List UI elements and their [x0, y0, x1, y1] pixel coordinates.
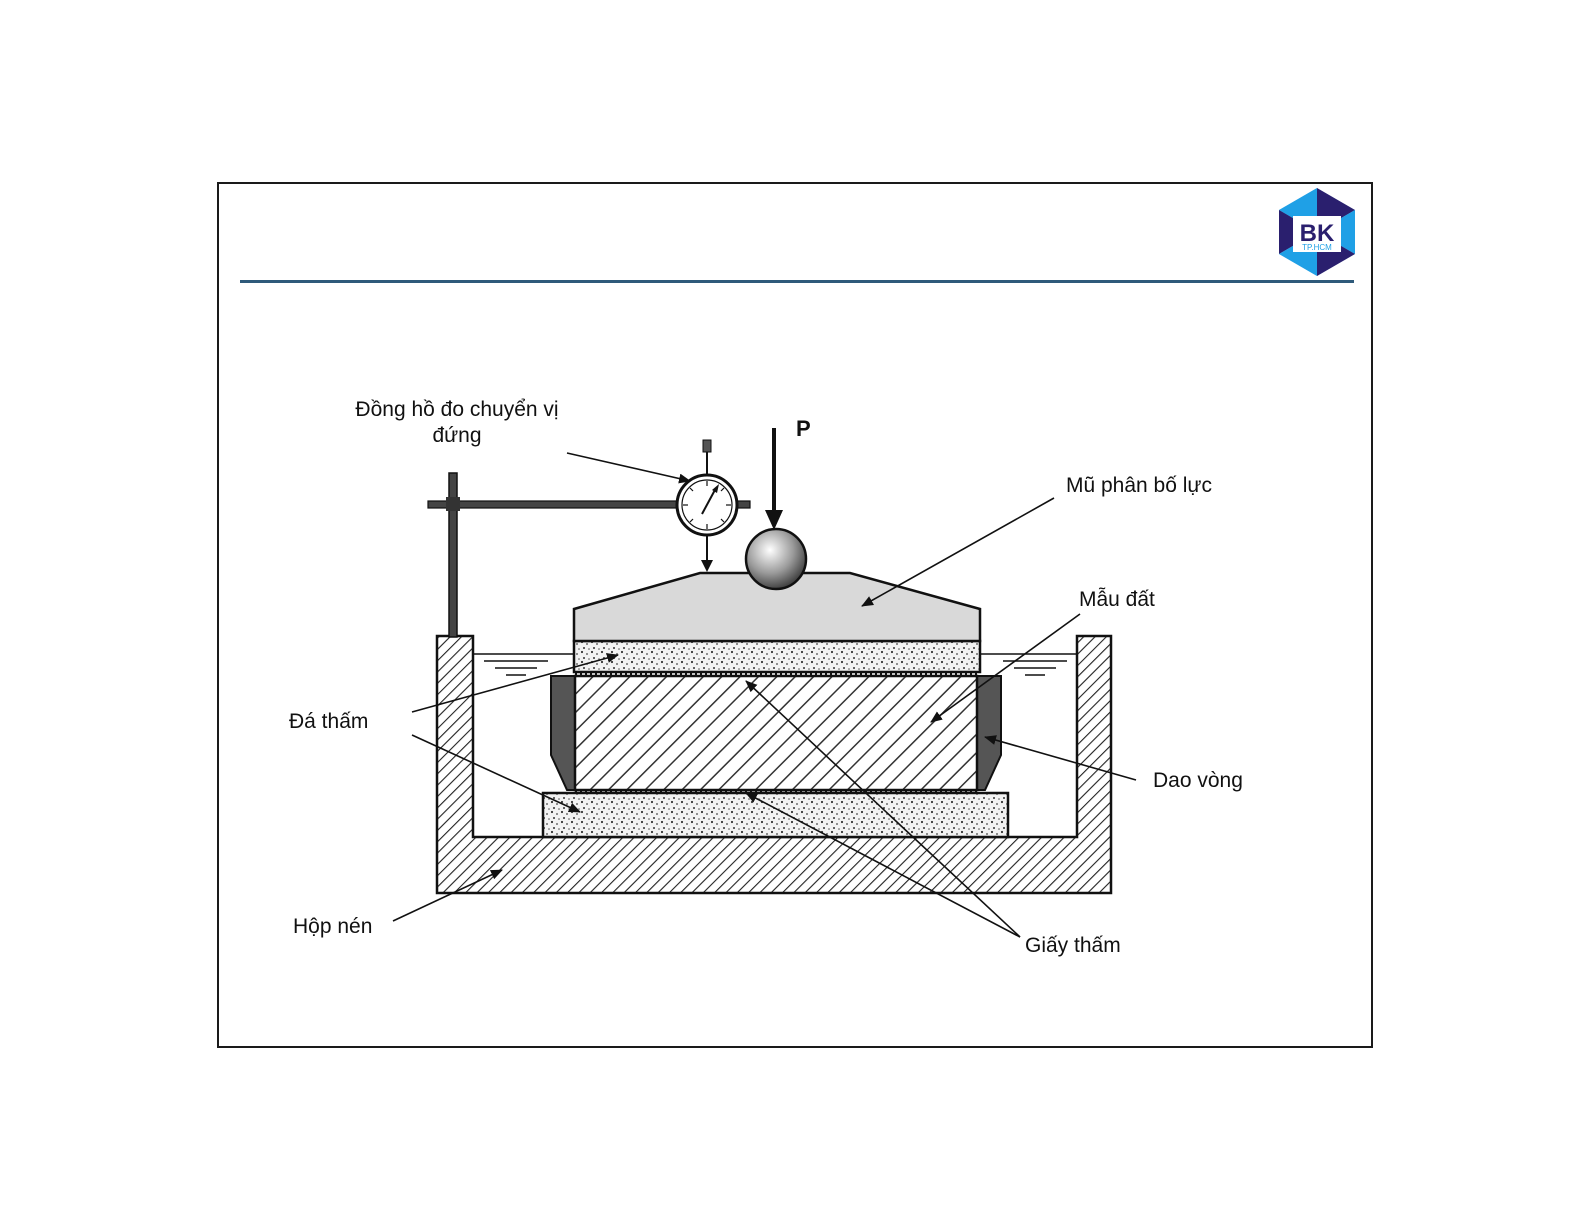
porous-stone-bottom [543, 793, 1008, 837]
dial-gauge-contact [701, 560, 713, 572]
cutting-ring-left [551, 676, 575, 790]
dial-gauge-plunger-top [703, 440, 711, 452]
label-cutting-ring: Dao vòng [1153, 768, 1243, 794]
porous-stone-top [574, 641, 980, 672]
label-load-cap: Mũ phân bố lực [1066, 473, 1212, 499]
leader-load-cap [862, 498, 1054, 606]
leader-cutting-ring [985, 737, 1136, 780]
load-ball [746, 529, 806, 589]
label-filter-paper: Giấy thấm [1025, 933, 1121, 959]
label-compression-box: Hộp nén [293, 914, 372, 940]
soil-sample [575, 676, 977, 790]
cutting-ring-right [977, 676, 1001, 790]
label-dial-gauge-line2: đứng [337, 423, 577, 449]
label-soil-sample: Mẫu đất [1079, 587, 1155, 613]
label-load-p: P [796, 416, 811, 442]
leader-dial-gauge [567, 453, 690, 481]
label-dial-gauge-line1: Đồng hồ đo chuyển vị [337, 397, 577, 423]
load-arrow-head [765, 510, 783, 530]
water-level-symbol-left [484, 661, 548, 675]
label-porous-stone: Đá thấm [289, 709, 368, 735]
gauge-stand-clamp [446, 497, 460, 511]
label-dial-gauge: Đồng hồ đo chuyển vị đứng [337, 397, 577, 449]
